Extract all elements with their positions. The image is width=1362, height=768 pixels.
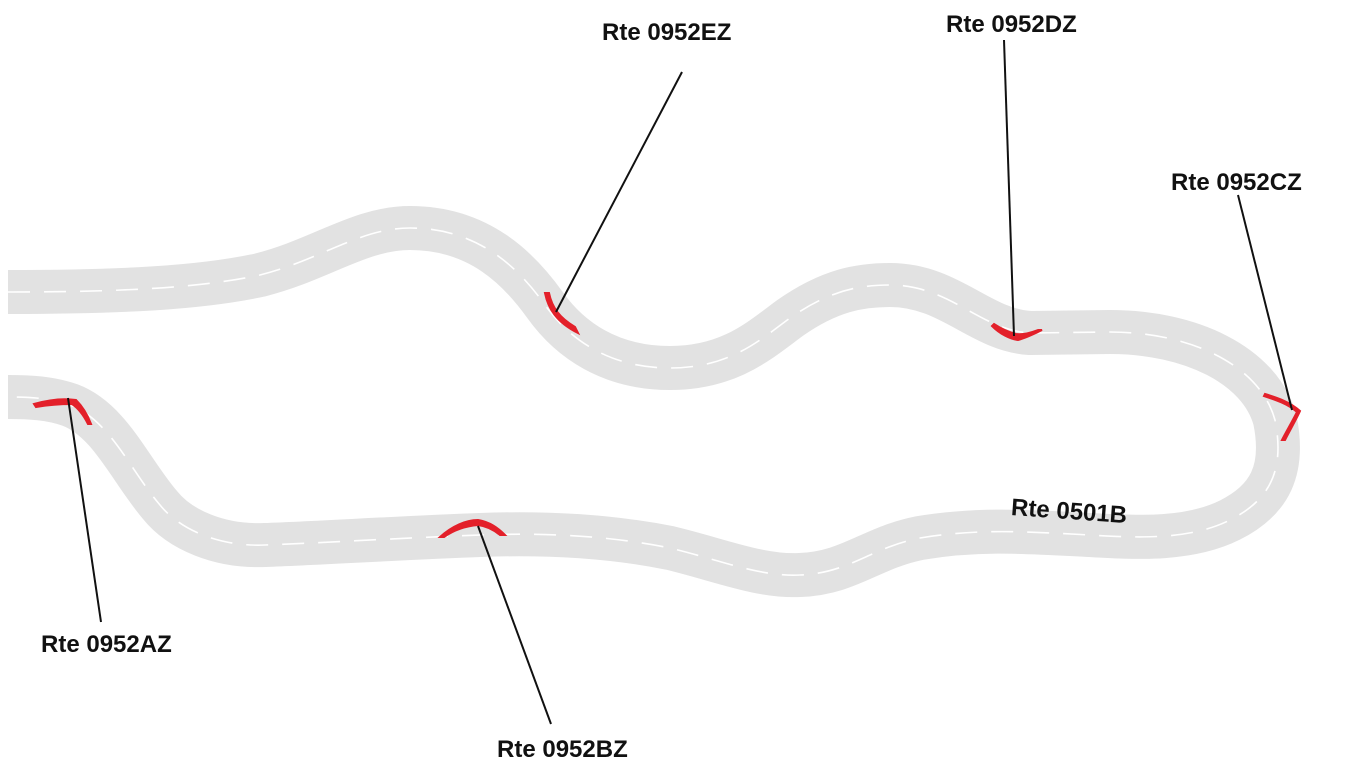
ramp-marker-bz <box>437 518 508 538</box>
ramp-label-ez: Rte 0952EZ <box>602 19 732 46</box>
ramp-label-cz: Rte 0952CZ <box>1171 169 1302 196</box>
road-rte-0501b <box>7 206 1300 598</box>
ramp-marker-az <box>32 398 93 425</box>
ramp-label-bz: Rte 0952BZ <box>497 736 628 763</box>
ramp-label-az: Rte 0952AZ <box>41 631 172 658</box>
leader-line-bz <box>477 525 552 725</box>
ramp-label-dz: Rte 0952DZ <box>946 11 1077 38</box>
leader-line-cz <box>1237 194 1293 411</box>
leader-line-ez <box>555 71 683 313</box>
ramp-marker-ez <box>543 292 581 336</box>
leader-line-dz <box>1003 39 1015 337</box>
ramp-marker-dz <box>990 322 1043 342</box>
leader-line-az <box>67 397 102 623</box>
